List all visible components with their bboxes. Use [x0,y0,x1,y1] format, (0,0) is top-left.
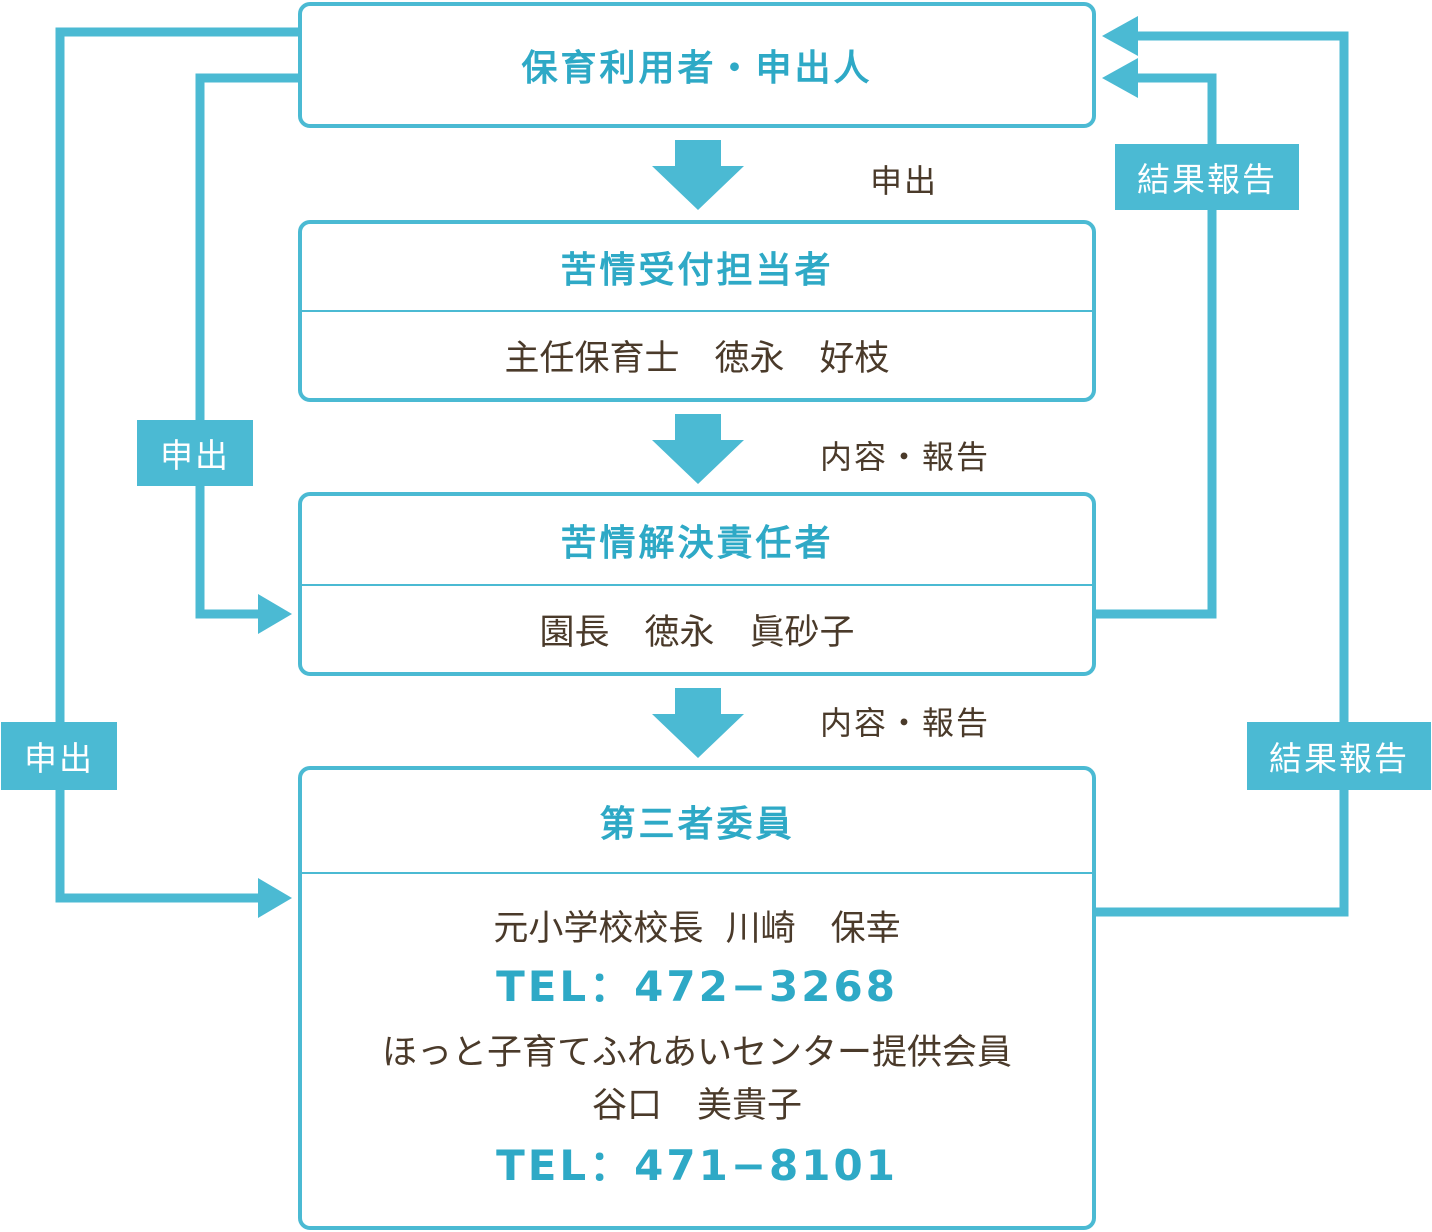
member-1-tel: TEL：472−3268 [496,962,898,1011]
tag-result-outer: 結果報告 [1247,722,1431,790]
resolver-divider [302,584,1092,586]
left-inner-arrowhead [258,594,292,634]
left-outer-arrowhead [258,878,292,918]
right-inner-connector [1096,73,1217,619]
resolver-person: 園長 徳永 眞砂子 [539,612,855,653]
label-report-2: 内容・報告 [820,704,991,742]
label-submit-center: 申出 [870,162,939,200]
third-party-divider [302,872,1092,874]
third-party-members: 元小学校校長 川崎 保幸 TEL：472−3268 ほっと子育てふれあいセンター… [302,874,1092,1226]
tag-result-inner: 結果報告 [1115,144,1299,210]
member-2-tel: TEL：471−8101 [496,1141,898,1190]
applicant-title: 保育利用者・申出人 [521,48,873,89]
down-arrow-2 [652,414,744,484]
member-2-role: ほっと子育てふれあいセンター提供会員 [381,1033,1012,1073]
right-outer-connector [1096,31,1349,917]
left-outer-connector [55,27,298,903]
left-inner-connector [195,73,298,619]
receiver-divider [302,310,1092,312]
member-1-name: 元小学校校長 川崎 保幸 [493,909,901,949]
right-outer-arrowhead [1102,16,1138,56]
third-party-box: 第三者委員 元小学校校長 川崎 保幸 TEL：472−3268 ほっと子育てふれ… [298,766,1096,1230]
resolver-title: 苦情解決責任者 [560,523,834,564]
third-party-title: 第三者委員 [599,804,795,845]
receiver-person: 主任保育士 徳永 好枝 [504,338,890,379]
tag-submit-outer: 申出 [1,722,117,790]
member-2-name: 谷口 美貴子 [591,1086,802,1126]
receiver-title: 苦情受付担当者 [560,250,834,291]
right-inner-arrowhead [1102,58,1138,98]
down-arrow-1 [652,140,744,210]
label-report-1: 内容・報告 [820,438,991,476]
resolver-box: 苦情解決責任者 園長 徳永 眞砂子 [298,492,1096,676]
applicant-box: 保育利用者・申出人 [298,2,1096,128]
tag-submit-inner: 申出 [137,420,253,486]
receiver-box: 苦情受付担当者 主任保育士 徳永 好枝 [298,220,1096,402]
down-arrow-3 [652,688,744,758]
